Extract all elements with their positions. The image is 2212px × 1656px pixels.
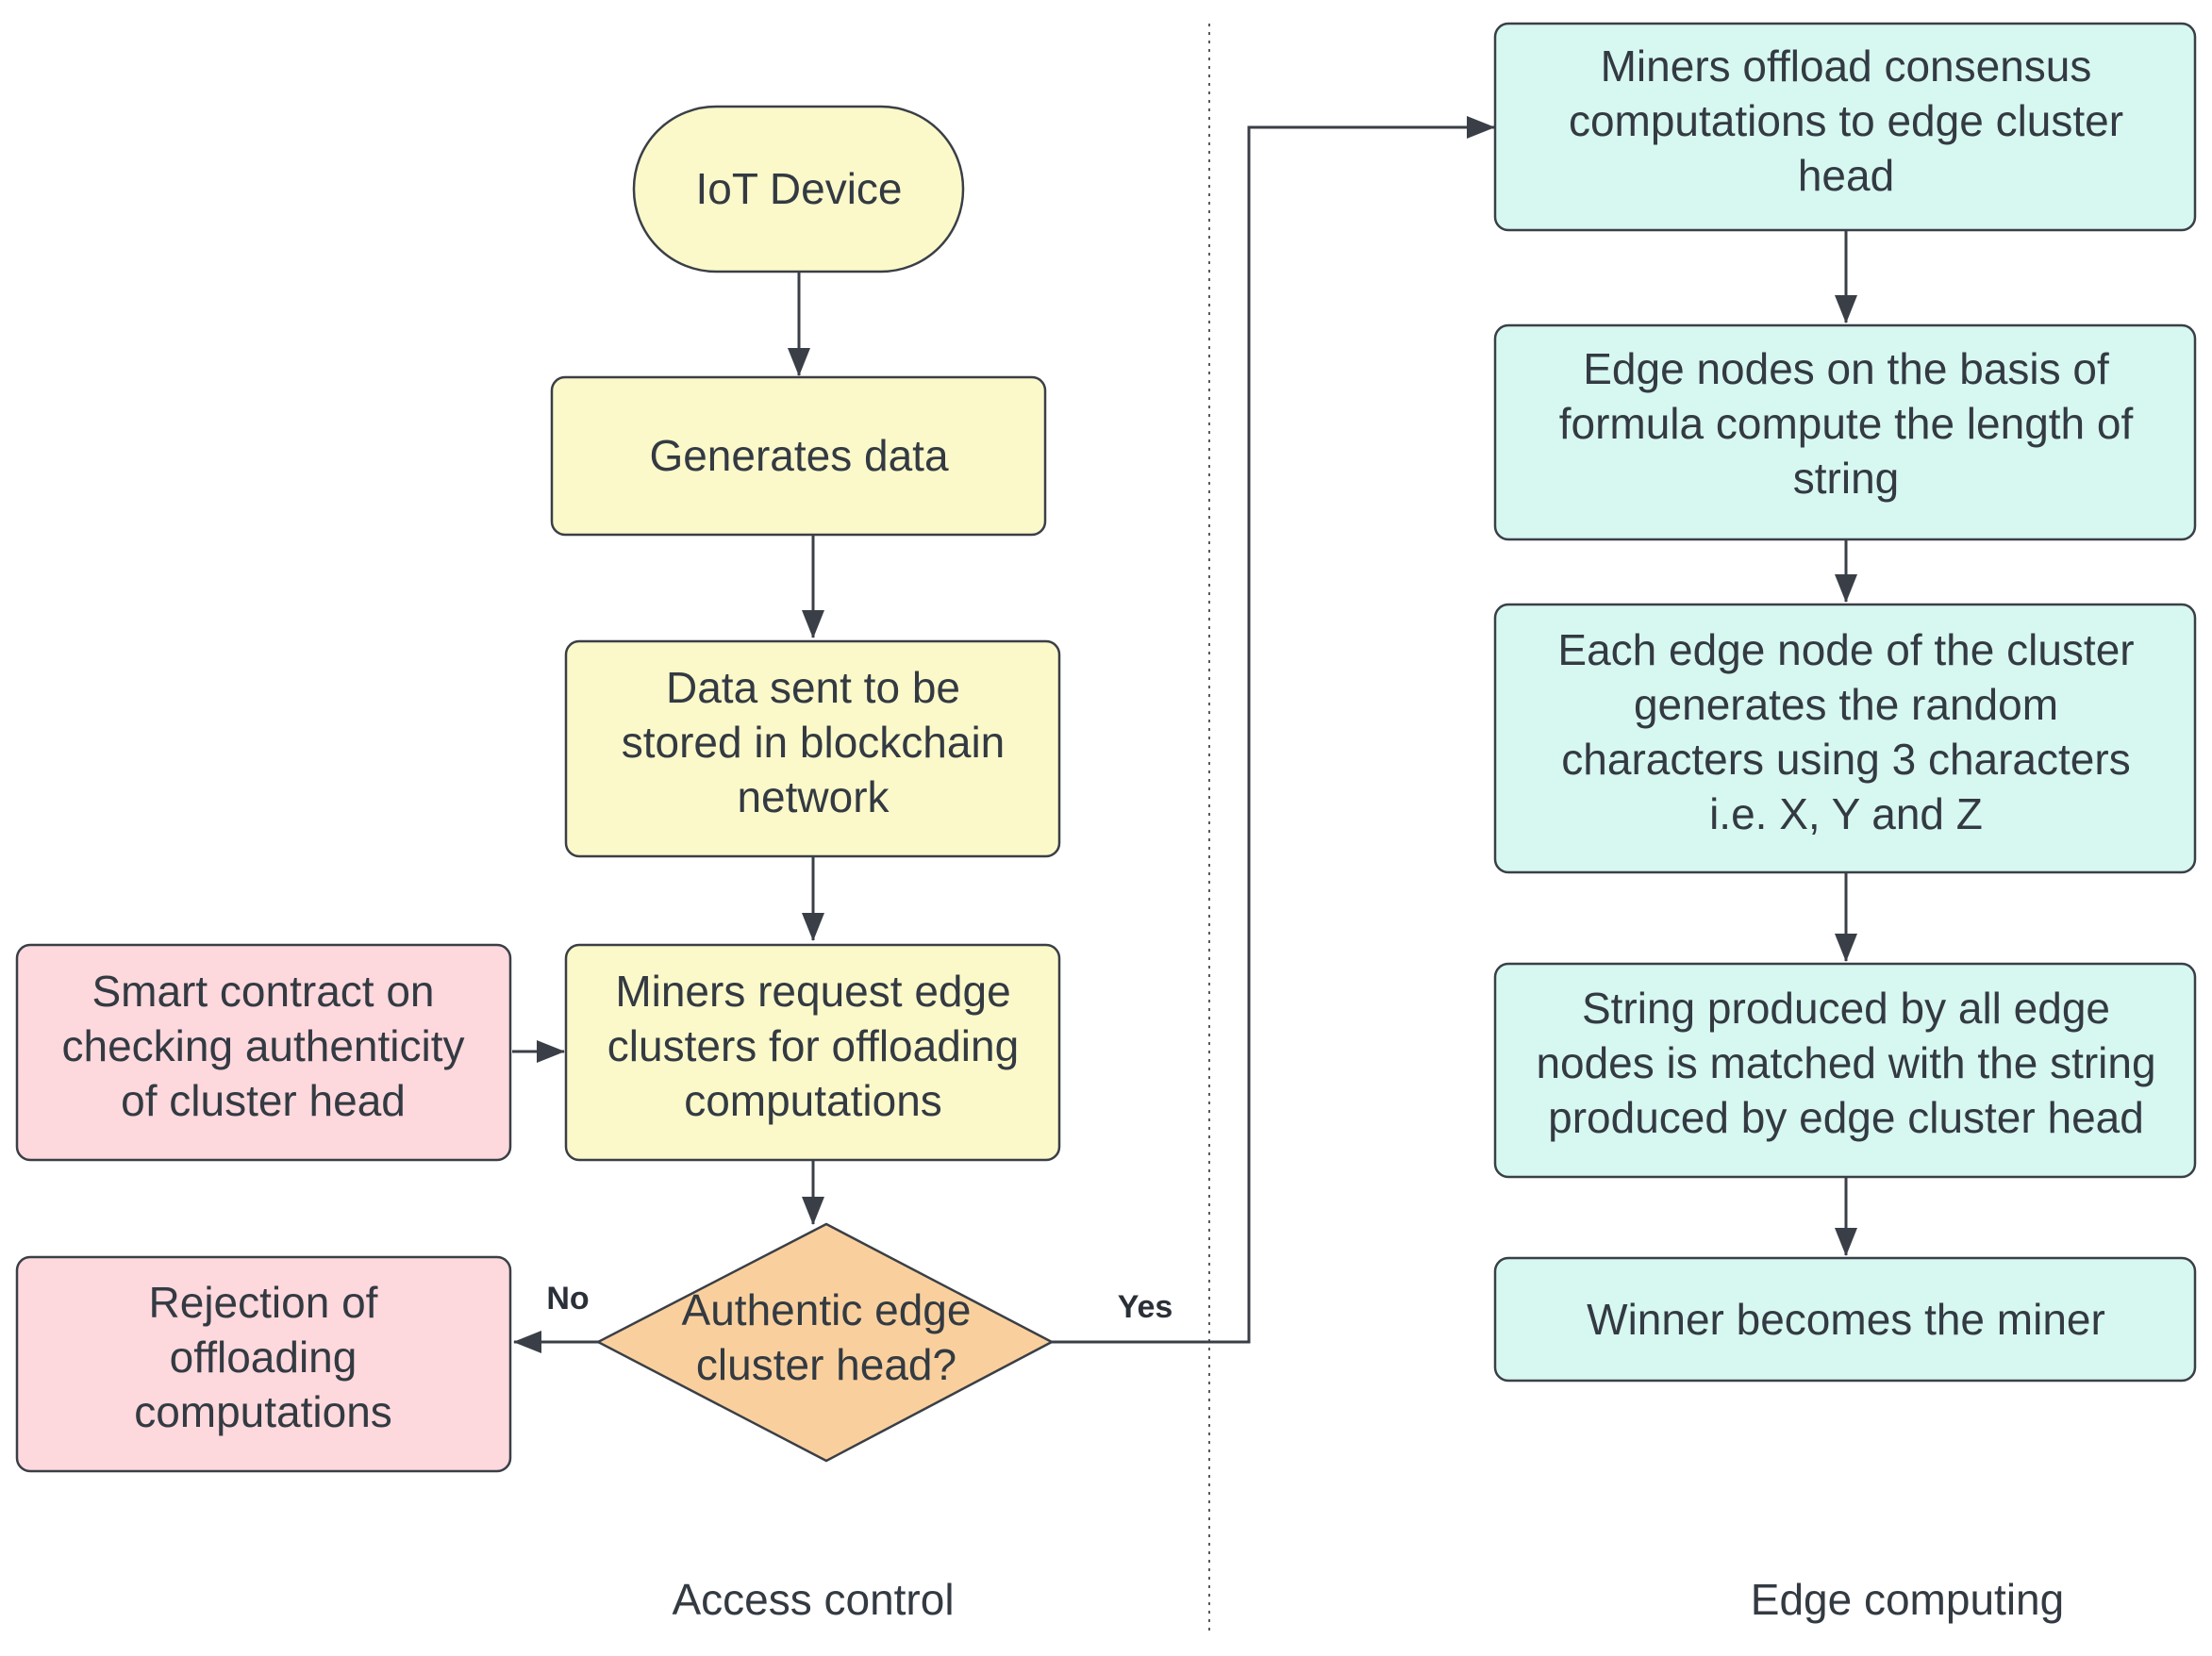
node-label-line: clusters for offloading xyxy=(607,1021,1019,1070)
node-miners-request: Miners request edge clusters for offloadi… xyxy=(564,943,1061,1162)
node-label-line: generates the random xyxy=(1634,680,2058,729)
node-generates-data: Generates data xyxy=(550,375,1047,537)
node-label-line: String produced by all edge xyxy=(1582,984,2110,1033)
node-label-line: IoT Device xyxy=(695,164,902,213)
edge-nodes-formula-label: Edge nodes on the basis of formula comput… xyxy=(1559,344,2134,503)
each-edge-node-box xyxy=(1493,603,2197,874)
decision-diamond xyxy=(596,1222,1054,1463)
node-label-line: network xyxy=(737,772,890,821)
smart-contract-label: Smart contract on checking authenticity of… xyxy=(61,967,464,1125)
node-label-line: Rejection of xyxy=(149,1278,378,1327)
node-edge-nodes-formula: Edge nodes on the basis of formula comput… xyxy=(1493,323,2197,541)
node-label-line: checking authenticity xyxy=(61,1021,464,1070)
edge-label-yes: Yes xyxy=(1118,1289,1173,1325)
node-label-line: Miners request edge xyxy=(615,967,1010,1016)
node-label-line: Edge nodes on the basis of xyxy=(1583,344,2109,393)
arrow-decision-yes-to-offload xyxy=(1052,116,1495,1344)
each-edge-node-label: Each edge node of the cluster generates t… xyxy=(1557,625,2134,838)
string-produced-box xyxy=(1493,962,2197,1179)
node-label-line: of cluster head xyxy=(121,1076,406,1125)
winner-label: Winner becomes the miner xyxy=(1587,1295,2105,1344)
string-produced-label: String produced by all edge nodes is matc… xyxy=(1536,984,2155,1142)
rejection-label: Rejection of offloading computations xyxy=(134,1278,392,1436)
node-label-line: offloading xyxy=(170,1333,358,1382)
node-label-line: Smart contract on xyxy=(91,967,434,1016)
node-label-line: i.e. X, Y and Z xyxy=(1709,789,1983,838)
generates-data-box xyxy=(550,375,1047,537)
node-label-line: computations xyxy=(134,1387,392,1436)
node-string-produced: String produced by all edge nodes is matc… xyxy=(1493,962,2197,1179)
node-label-line: Data sent to be xyxy=(666,663,960,712)
node-label-line: Miners offload consensus xyxy=(1601,41,2092,91)
node-label-line: Each edge node of the cluster xyxy=(1557,625,2134,674)
iot-device-terminator xyxy=(632,105,965,273)
node-label-line: computations xyxy=(684,1076,942,1125)
edge-label-no: No xyxy=(546,1281,589,1317)
generates-data-label: Generates data xyxy=(649,431,949,480)
node-label-line: cluster head? xyxy=(696,1340,956,1389)
node-label-line: produced by edge cluster head xyxy=(1548,1093,2144,1142)
decision-label: Authentic edge cluster head? xyxy=(682,1285,972,1389)
node-label-line: nodes is matched with the string xyxy=(1536,1038,2155,1087)
connectors xyxy=(512,116,1857,1353)
node-each-edge-node: Each edge node of the cluster generates t… xyxy=(1493,603,2197,874)
node-label-line: head xyxy=(1798,151,1894,200)
node-label-line: string xyxy=(1793,454,1899,503)
edge-nodes-formula-box xyxy=(1493,323,2197,541)
node-miners-offload: Miners offload consensus computations to … xyxy=(1493,22,2197,232)
node-label-line: Winner becomes the miner xyxy=(1587,1295,2105,1344)
miners-offload-box xyxy=(1493,22,2197,232)
rejection-box xyxy=(15,1255,512,1473)
node-label-line: Authentic edge xyxy=(682,1285,972,1334)
node-label-line: stored in blockchain xyxy=(622,718,1006,767)
node-label-line: characters using 3 characters xyxy=(1561,735,2130,784)
miners-request-label: Miners request edge clusters for offloadi… xyxy=(607,967,1019,1125)
node-data-sent: Data sent to be stored in blockchain netwo… xyxy=(564,639,1061,858)
node-label-line: computations to edge cluster xyxy=(1569,96,2123,145)
miners-offload-label: Miners offload consensus computations to … xyxy=(1569,41,2123,200)
data-sent-box xyxy=(564,639,1061,858)
node-iot-device: IoT Device xyxy=(632,105,965,273)
node-rejection: Rejection of offloading computations xyxy=(15,1255,512,1473)
node-winner: Winner becomes the miner xyxy=(1493,1256,2197,1383)
node-label-line: Generates data xyxy=(649,431,949,480)
node-label-line: formula compute the length of xyxy=(1559,399,2134,448)
miners-request-box xyxy=(564,943,1061,1162)
data-sent-label: Data sent to be stored in blockchain netwo… xyxy=(622,663,1006,821)
iot-device-label: IoT Device xyxy=(695,164,902,213)
winner-box xyxy=(1493,1256,2197,1383)
section-label-edge-computing: Edge computing xyxy=(1751,1575,2064,1624)
smart-contract-box xyxy=(15,943,512,1162)
node-decision: Authentic edge cluster head? xyxy=(596,1222,1054,1463)
node-smart-contract: Smart contract on checking authenticity of… xyxy=(15,943,512,1162)
section-label-access-control: Access control xyxy=(672,1575,954,1624)
